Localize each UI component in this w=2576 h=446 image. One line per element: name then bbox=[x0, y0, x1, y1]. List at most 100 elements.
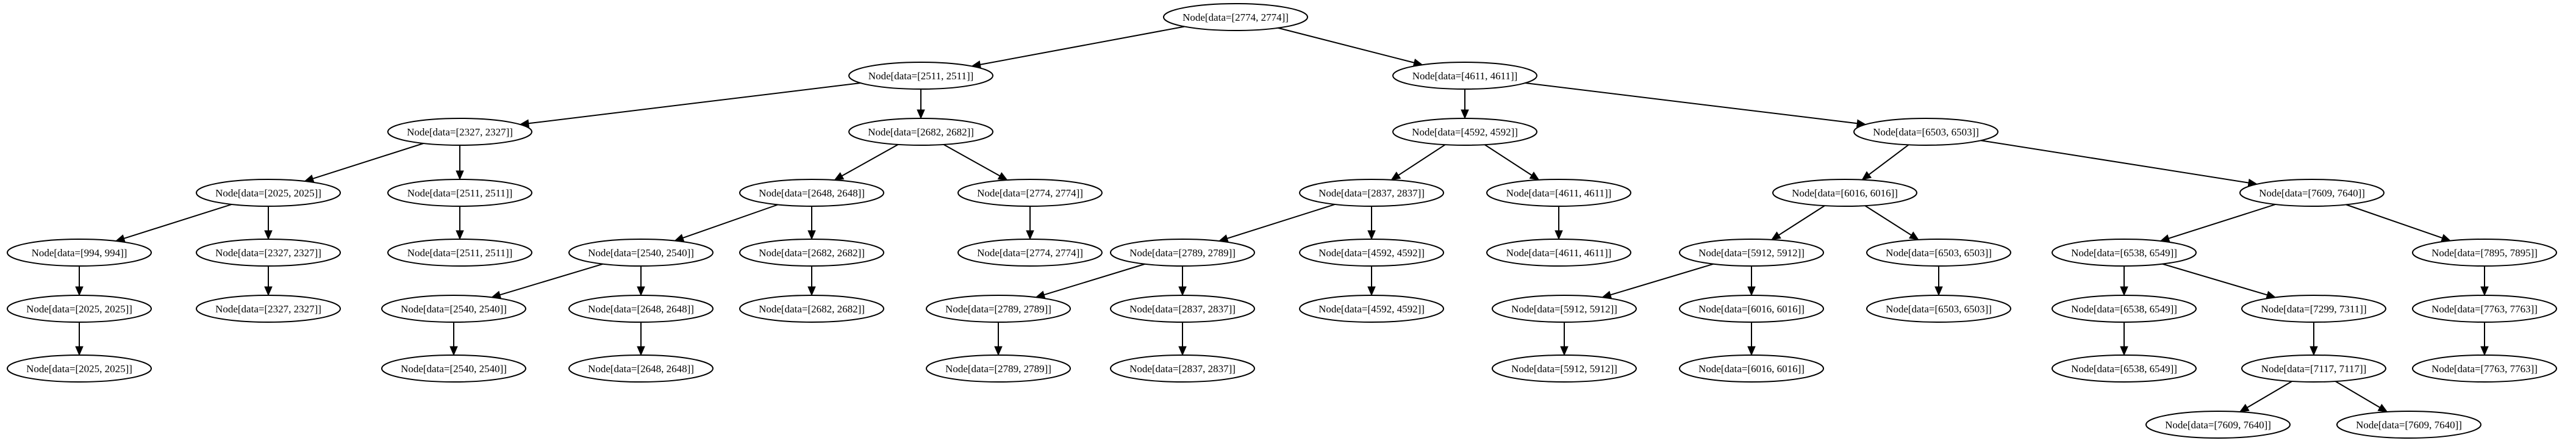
arrowhead-n14-n25 bbox=[1770, 231, 1781, 240]
node-label: Node[data=[2327, 2327]] bbox=[215, 303, 321, 315]
node-label: Node[data=[6538, 6549]] bbox=[2071, 247, 2177, 259]
node-label: Node[data=[7763, 7763]] bbox=[2431, 363, 2538, 375]
tree-node-n25: Node[data=[5912, 5912]] bbox=[1679, 239, 1824, 267]
node-label: Node[data=[6538, 6549]] bbox=[2071, 363, 2177, 375]
tree-node-n41: Node[data=[7299, 7311]] bbox=[2241, 295, 2386, 323]
edge-n14-n25 bbox=[1778, 205, 1825, 236]
tree-node-n50: Node[data=[6538, 6549]] bbox=[2052, 354, 2197, 383]
arrowhead-n19-n32 bbox=[637, 286, 645, 297]
node-ellipse bbox=[1866, 239, 2011, 267]
node-label: Node[data=[5912, 5912]] bbox=[1698, 247, 1805, 259]
node-label: Node[data=[2682, 2682]] bbox=[759, 303, 865, 315]
node-ellipse bbox=[196, 179, 341, 207]
edge-n1-n2 bbox=[980, 26, 1185, 65]
node-label: Node[data=[6016, 6016]] bbox=[1792, 187, 1898, 199]
tree-node-n49: Node[data=[6016, 6016]] bbox=[1679, 354, 1824, 383]
edge-n5-n11 bbox=[943, 143, 1000, 177]
arrowhead-n27-n40 bbox=[2120, 286, 2128, 297]
node-ellipse bbox=[2412, 239, 2557, 267]
tree-node-n28: Node[data=[7895, 7895]] bbox=[2412, 239, 2557, 267]
edge-n6-n12 bbox=[1398, 144, 1446, 176]
tree-node-n26: Node[data=[6503, 6503]] bbox=[1866, 239, 2011, 267]
arrowhead-n31-n44 bbox=[449, 346, 458, 356]
node-label: Node[data=[6503, 6503]] bbox=[1886, 247, 1992, 259]
node-label: Node[data=[7117, 7117]] bbox=[2261, 363, 2367, 375]
tree-node-n32: Node[data=[2648, 2648]] bbox=[568, 295, 714, 323]
tree-node-n38: Node[data=[6016, 6016]] bbox=[1679, 295, 1824, 323]
node-ellipse bbox=[739, 295, 884, 323]
tree-node-n39: Node[data=[6503, 6503]] bbox=[1866, 295, 2011, 323]
tree-nodes: Node[data=[2774, 2774]] Node[data=[2511, … bbox=[7, 3, 2557, 439]
edge-n3-n7 bbox=[1525, 82, 1858, 124]
node-ellipse bbox=[1110, 354, 1255, 383]
arrowhead-n25-n38 bbox=[1747, 286, 1756, 297]
node-label: Node[data=[5912, 5912]] bbox=[1511, 363, 1617, 375]
node-ellipse bbox=[196, 295, 341, 323]
edge-n2-n4 bbox=[528, 82, 861, 124]
edge-n19-n31 bbox=[499, 263, 603, 296]
node-ellipse bbox=[2241, 354, 2386, 383]
node-ellipse bbox=[381, 354, 526, 383]
arrowhead-n42-n52 bbox=[2480, 346, 2489, 356]
node-label: Node[data=[2837, 2837]] bbox=[1129, 363, 1236, 375]
arrowhead-n6-n13 bbox=[1529, 171, 1540, 181]
node-ellipse bbox=[1679, 295, 1824, 323]
node-label: Node[data=[4592, 4592]] bbox=[1412, 126, 1518, 138]
node-ellipse bbox=[7, 295, 152, 323]
edge-n14-n26 bbox=[1864, 205, 1912, 236]
edge-n10-n19 bbox=[682, 204, 778, 239]
node-ellipse bbox=[2241, 295, 2386, 323]
arrowhead-n35-n47 bbox=[1178, 346, 1187, 356]
tree-node-n3: Node[data=[4611, 4611]] bbox=[1392, 62, 1537, 90]
arrowhead-n6-n12 bbox=[1390, 171, 1401, 181]
tree-node-n52: Node[data=[7763, 7763]] bbox=[2412, 354, 2557, 383]
node-label: Node[data=[4592, 4592]] bbox=[1318, 247, 1425, 259]
tree-node-n37: Node[data=[5912, 5912]] bbox=[1492, 295, 1637, 323]
node-ellipse bbox=[1772, 179, 1917, 207]
node-ellipse bbox=[196, 239, 341, 267]
tree-node-n20: Node[data=[2682, 2682]] bbox=[739, 239, 884, 267]
arrowhead-n17-n30 bbox=[264, 286, 273, 297]
edge-n25-n37 bbox=[1610, 263, 1714, 296]
arrowhead-n28-n42 bbox=[2480, 286, 2489, 297]
tree-node-n54: Node[data=[7609, 7640]] bbox=[2336, 411, 2481, 439]
node-ellipse bbox=[926, 295, 1071, 323]
tree-node-n4: Node[data=[2327, 2327]] bbox=[387, 118, 532, 146]
node-ellipse bbox=[1299, 179, 1444, 207]
node-label: Node[data=[2774, 2774]] bbox=[1182, 12, 1289, 23]
arrowhead-n10-n20 bbox=[807, 230, 816, 240]
node-ellipse bbox=[2239, 179, 2385, 207]
node-label: Node[data=[2025, 2025]] bbox=[26, 363, 132, 375]
node-label: Node[data=[2682, 2682]] bbox=[759, 247, 865, 259]
arrowhead-n51-n54 bbox=[2377, 403, 2388, 412]
arrowhead-n26-n39 bbox=[1934, 286, 1943, 297]
edge-n7-n15 bbox=[1980, 140, 2249, 184]
arrowhead-n5-n10 bbox=[834, 172, 845, 181]
node-label: Node[data=[2789, 2789]] bbox=[945, 303, 1051, 315]
arrowhead-n34-n46 bbox=[994, 346, 1003, 356]
node-label: Node[data=[6503, 6503]] bbox=[1886, 303, 1992, 315]
edge-n1-n3 bbox=[1278, 27, 1415, 63]
node-label: Node[data=[7299, 7311]] bbox=[2261, 303, 2366, 315]
tree-node-n21: Node[data=[2774, 2774]] bbox=[957, 239, 1103, 267]
node-ellipse bbox=[957, 179, 1103, 207]
node-label: Node[data=[2540, 2540]] bbox=[401, 303, 507, 315]
tree-node-n30: Node[data=[2327, 2327]] bbox=[196, 295, 341, 323]
node-label: Node[data=[2025, 2025]] bbox=[215, 187, 321, 199]
node-ellipse bbox=[2052, 239, 2197, 267]
node-ellipse bbox=[1299, 295, 1444, 323]
node-ellipse bbox=[387, 179, 532, 207]
node-ellipse bbox=[2145, 411, 2291, 439]
arrowhead-n9-n18 bbox=[456, 230, 464, 240]
node-ellipse bbox=[739, 179, 884, 207]
arrowhead-n5-n11 bbox=[997, 172, 1008, 181]
edge-n5-n10 bbox=[842, 143, 899, 177]
node-ellipse bbox=[387, 239, 532, 267]
arrowhead-n38-n49 bbox=[1747, 346, 1756, 356]
node-ellipse bbox=[2412, 295, 2557, 323]
node-ellipse bbox=[2412, 354, 2557, 383]
tree-node-n35: Node[data=[2837, 2837]] bbox=[1110, 295, 1255, 323]
node-label: Node[data=[2511, 2511]] bbox=[868, 70, 974, 82]
node-ellipse bbox=[568, 295, 714, 323]
arrowhead-n11-n21 bbox=[1026, 230, 1034, 240]
